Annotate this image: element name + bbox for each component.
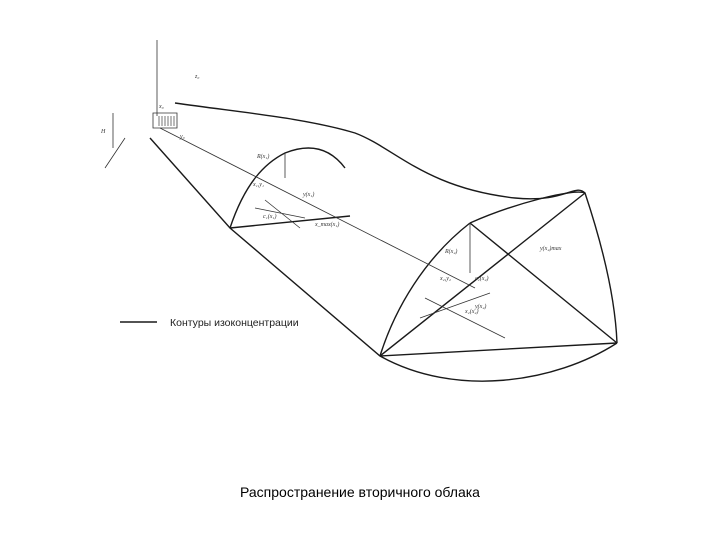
x-axis [159, 127, 476, 289]
y-axis [104, 137, 126, 169]
source-label-z0: z₀ [194, 74, 199, 80]
section2-label-xy: x₂,y₂ [439, 276, 451, 282]
section1-axis-ticks [254, 199, 306, 229]
source-box [152, 112, 178, 129]
section2-label-ymax: y(x₂)max [539, 245, 562, 252]
section2-chord [379, 342, 618, 357]
section2-diag-lower [379, 192, 586, 357]
section1-arc [229, 147, 346, 229]
section2-label-x: x₂(x₂) [464, 308, 479, 315]
section2-label-c: c₂(x₂) [475, 275, 489, 282]
height-label: H [100, 129, 106, 135]
section1-label-xmax: x_max(x₁) [314, 221, 339, 228]
figure-caption: Распространение вторичного облака [240, 484, 480, 500]
cloud-outline [149, 102, 618, 382]
section1-label-c: c₁(x₁) [263, 213, 277, 220]
section2-label-r: R(x₂) [444, 248, 457, 255]
source-label-y0: y₀ [179, 134, 185, 140]
section2-arc-left [379, 222, 471, 357]
section2-axis-ticks [419, 292, 506, 339]
axes-group [104, 40, 506, 339]
section1-label-xy: x₁,y₁ [252, 182, 264, 188]
legend-label: Контуры изоконцентрации [170, 317, 299, 329]
section2-diag-upper [469, 222, 618, 344]
diagram-figure: H x₀ y₀ z₀ R(x₁) x₁,y₁ y(x₁) c₁(x₁) x_ma… [95, 38, 633, 398]
cloud-top-contour [174, 102, 586, 200]
source-hatching [158, 116, 175, 126]
source-label-x0: x₀ [158, 104, 164, 110]
section1-label-y: y(x₁) [302, 191, 314, 198]
section1-label-r: R(x₁) [256, 153, 269, 160]
cloud-bottom-contour [149, 137, 618, 382]
cloud-diagram-svg: H x₀ y₀ z₀ R(x₁) x₁,y₁ y(x₁) c₁(x₁) x_ma… [100, 40, 618, 382]
section1-lower [229, 215, 351, 229]
section2-label-y: y(x₂) [474, 303, 486, 310]
